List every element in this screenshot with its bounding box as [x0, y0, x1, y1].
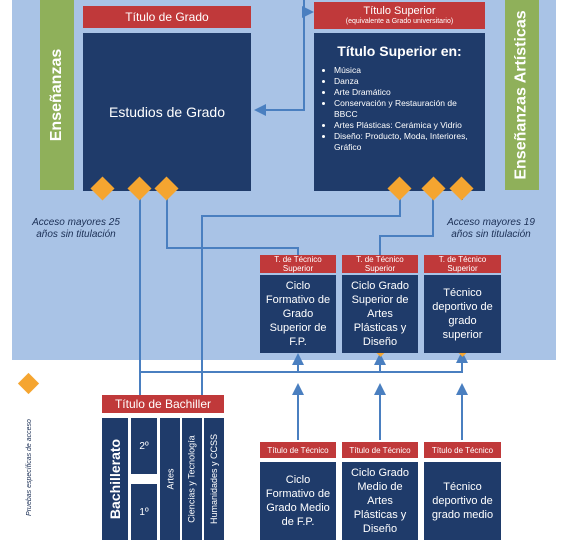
tm-fp-header: Título de Técnico — [260, 442, 336, 458]
arrow-superior-to-grado — [254, 0, 305, 116]
grado-header: Título de Grado — [83, 6, 251, 28]
superior-box: Título Superior en: Música Danza Arte Dr… — [314, 33, 485, 191]
tm-fp-body: Ciclo Formativo de Grado Medio de F.P. — [265, 474, 331, 528]
modality-artes: Artes — [165, 468, 176, 490]
note-access-25: Acceso mayores 25 años sin titulación — [32, 217, 120, 240]
tm-ap-header-label: Título de Técnico — [349, 445, 411, 455]
modality-humanidades-box: Humanidades y CCSS — [204, 418, 224, 540]
ts-fp-header: T. de Técnico Superior — [260, 255, 336, 273]
left-banner: Enseñanzas — [40, 0, 74, 190]
tm-ap-box: Ciclo Grado Medio de Artes Plásticas y D… — [342, 462, 418, 540]
line-ts-grado — [166, 190, 299, 256]
superior-header: Título Superior (equivalente a Grado uni… — [314, 2, 485, 29]
legend-label: Pruebas específicas de acceso — [25, 419, 33, 516]
superior-header-title: Título Superior — [363, 5, 436, 17]
tm-fp-box: Ciclo Formativo de Grado Medio de F.P. — [260, 462, 336, 540]
ts-ap-body: Ciclo Grado Superior de Artes Plásticas … — [350, 280, 410, 348]
ts-fp-header-l1: T. de Técnico — [274, 255, 322, 264]
bachiller-header: Título de Bachiller — [102, 395, 224, 413]
line-ts-superior — [379, 190, 434, 256]
ts-fp-box: Ciclo Formativo de Grado Superior de F.P… — [260, 275, 336, 353]
right-banner: Enseñanzas Artísticas — [505, 0, 539, 190]
ts-td-header: T. de Técnico Superior — [424, 255, 501, 273]
modality-ciencias-box: Ciencias y Tecnología — [182, 418, 202, 540]
year-2-label: 2º — [139, 440, 149, 452]
tm-ap-header: Título de Técnico — [342, 442, 418, 458]
year-1-box: 1º — [131, 484, 157, 540]
bachillerato-label: Bachillerato — [107, 438, 124, 520]
tm-td-header-label: Título de Técnico — [431, 445, 494, 455]
grado-body: Estudios de Grado — [109, 104, 225, 120]
tm-ap-body: Ciclo Grado Medio de Artes Plásticas y D… — [350, 467, 410, 535]
tm-td-box: Técnico deportivo de grado medio — [424, 462, 501, 540]
grado-box: Estudios de Grado — [83, 33, 251, 191]
superior-title: Título Superior en: — [337, 43, 462, 59]
bachillerato-label-box: Bachillerato — [102, 418, 128, 540]
superior-item: Arte Dramático — [334, 87, 477, 98]
note-access-19: Acceso mayores 19 años sin titulación — [447, 217, 535, 240]
ts-ap-header: T. de Técnico Superior — [342, 255, 418, 273]
ts-td-body: Técnico deportivo de grado superior — [432, 287, 493, 341]
ts-td-box: Técnico deportivo de grado superior — [424, 275, 501, 353]
modality-humanidades: Humanidades y CCSS — [209, 433, 220, 525]
ts-td-header-l1: T. de Técnico — [438, 255, 487, 264]
ts-fp-header-l2: Superior — [282, 264, 314, 273]
ts-fp-body: Ciclo Formativo de Grado Superior de F.P… — [265, 280, 331, 348]
superior-header-note: (equivalente a Grado universitario) — [345, 18, 454, 25]
superior-item: Música — [334, 65, 477, 76]
modality-artes-box: Artes — [160, 418, 180, 540]
superior-item: Artes Plásticas: Cerámica y Vidrio — [334, 120, 477, 131]
ts-td-header-l2: Superior — [447, 264, 478, 273]
superior-list: Música Danza Arte Dramático Conservación… — [322, 65, 477, 153]
ts-ap-box: Ciclo Grado Superior de Artes Plásticas … — [342, 275, 418, 353]
legend-label-box: Pruebas específicas de acceso — [20, 400, 38, 535]
ts-ap-header-l2: Superior — [364, 264, 396, 273]
modality-ciencias: Ciencias y Tecnología — [187, 435, 198, 523]
tm-td-header: Título de Técnico — [424, 442, 501, 458]
line-bachiller-superior — [201, 190, 401, 395]
line-bachiller-ts — [139, 351, 468, 395]
year-2-box: 2º — [131, 418, 157, 474]
tm-fp-header-label: Título de Técnico — [267, 445, 329, 455]
superior-item: Danza — [334, 76, 477, 87]
ts-ap-header-l1: T. de Técnico — [356, 255, 404, 264]
superior-item: Diseño: Producto, Moda, Interiores, Gráf… — [334, 131, 477, 153]
superior-item: Conservación y Restauración de BBCC — [334, 98, 477, 120]
tm-td-body: Técnico deportivo de grado medio — [431, 481, 494, 521]
year-1-label: 1º — [139, 506, 149, 518]
